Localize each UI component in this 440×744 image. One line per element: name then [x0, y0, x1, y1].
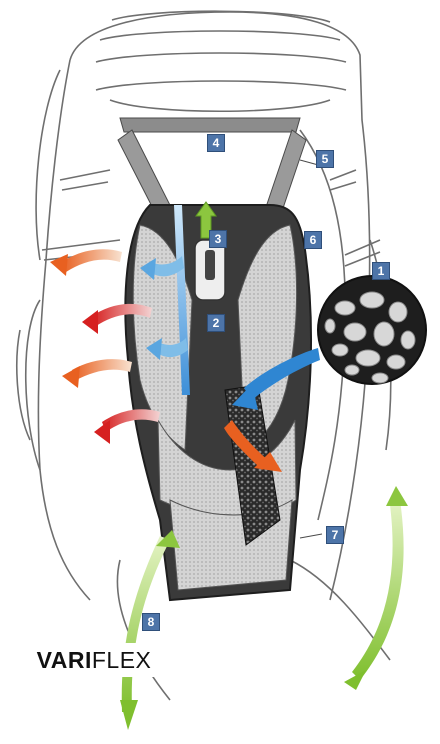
badge-2: 2 — [207, 314, 225, 332]
badge-7: 7 — [326, 526, 344, 544]
badge-8: 8 — [142, 613, 160, 631]
badge-1: 1 — [372, 262, 390, 280]
badge-4: 4 — [207, 134, 225, 152]
air-outflow-arrows — [50, 249, 282, 472]
foam-magnifier — [317, 275, 427, 385]
badge-5: 5 — [316, 150, 334, 168]
badge-6: 6 — [304, 231, 322, 249]
brand-part-flex: FLEX — [91, 646, 152, 673]
back-panel — [124, 204, 313, 602]
center-frame — [194, 239, 226, 301]
air-inflow-arrows — [140, 205, 320, 410]
flex-arrows — [120, 201, 408, 730]
brand-part-vari: VARI — [36, 646, 92, 673]
badge-3: 3 — [209, 230, 227, 248]
